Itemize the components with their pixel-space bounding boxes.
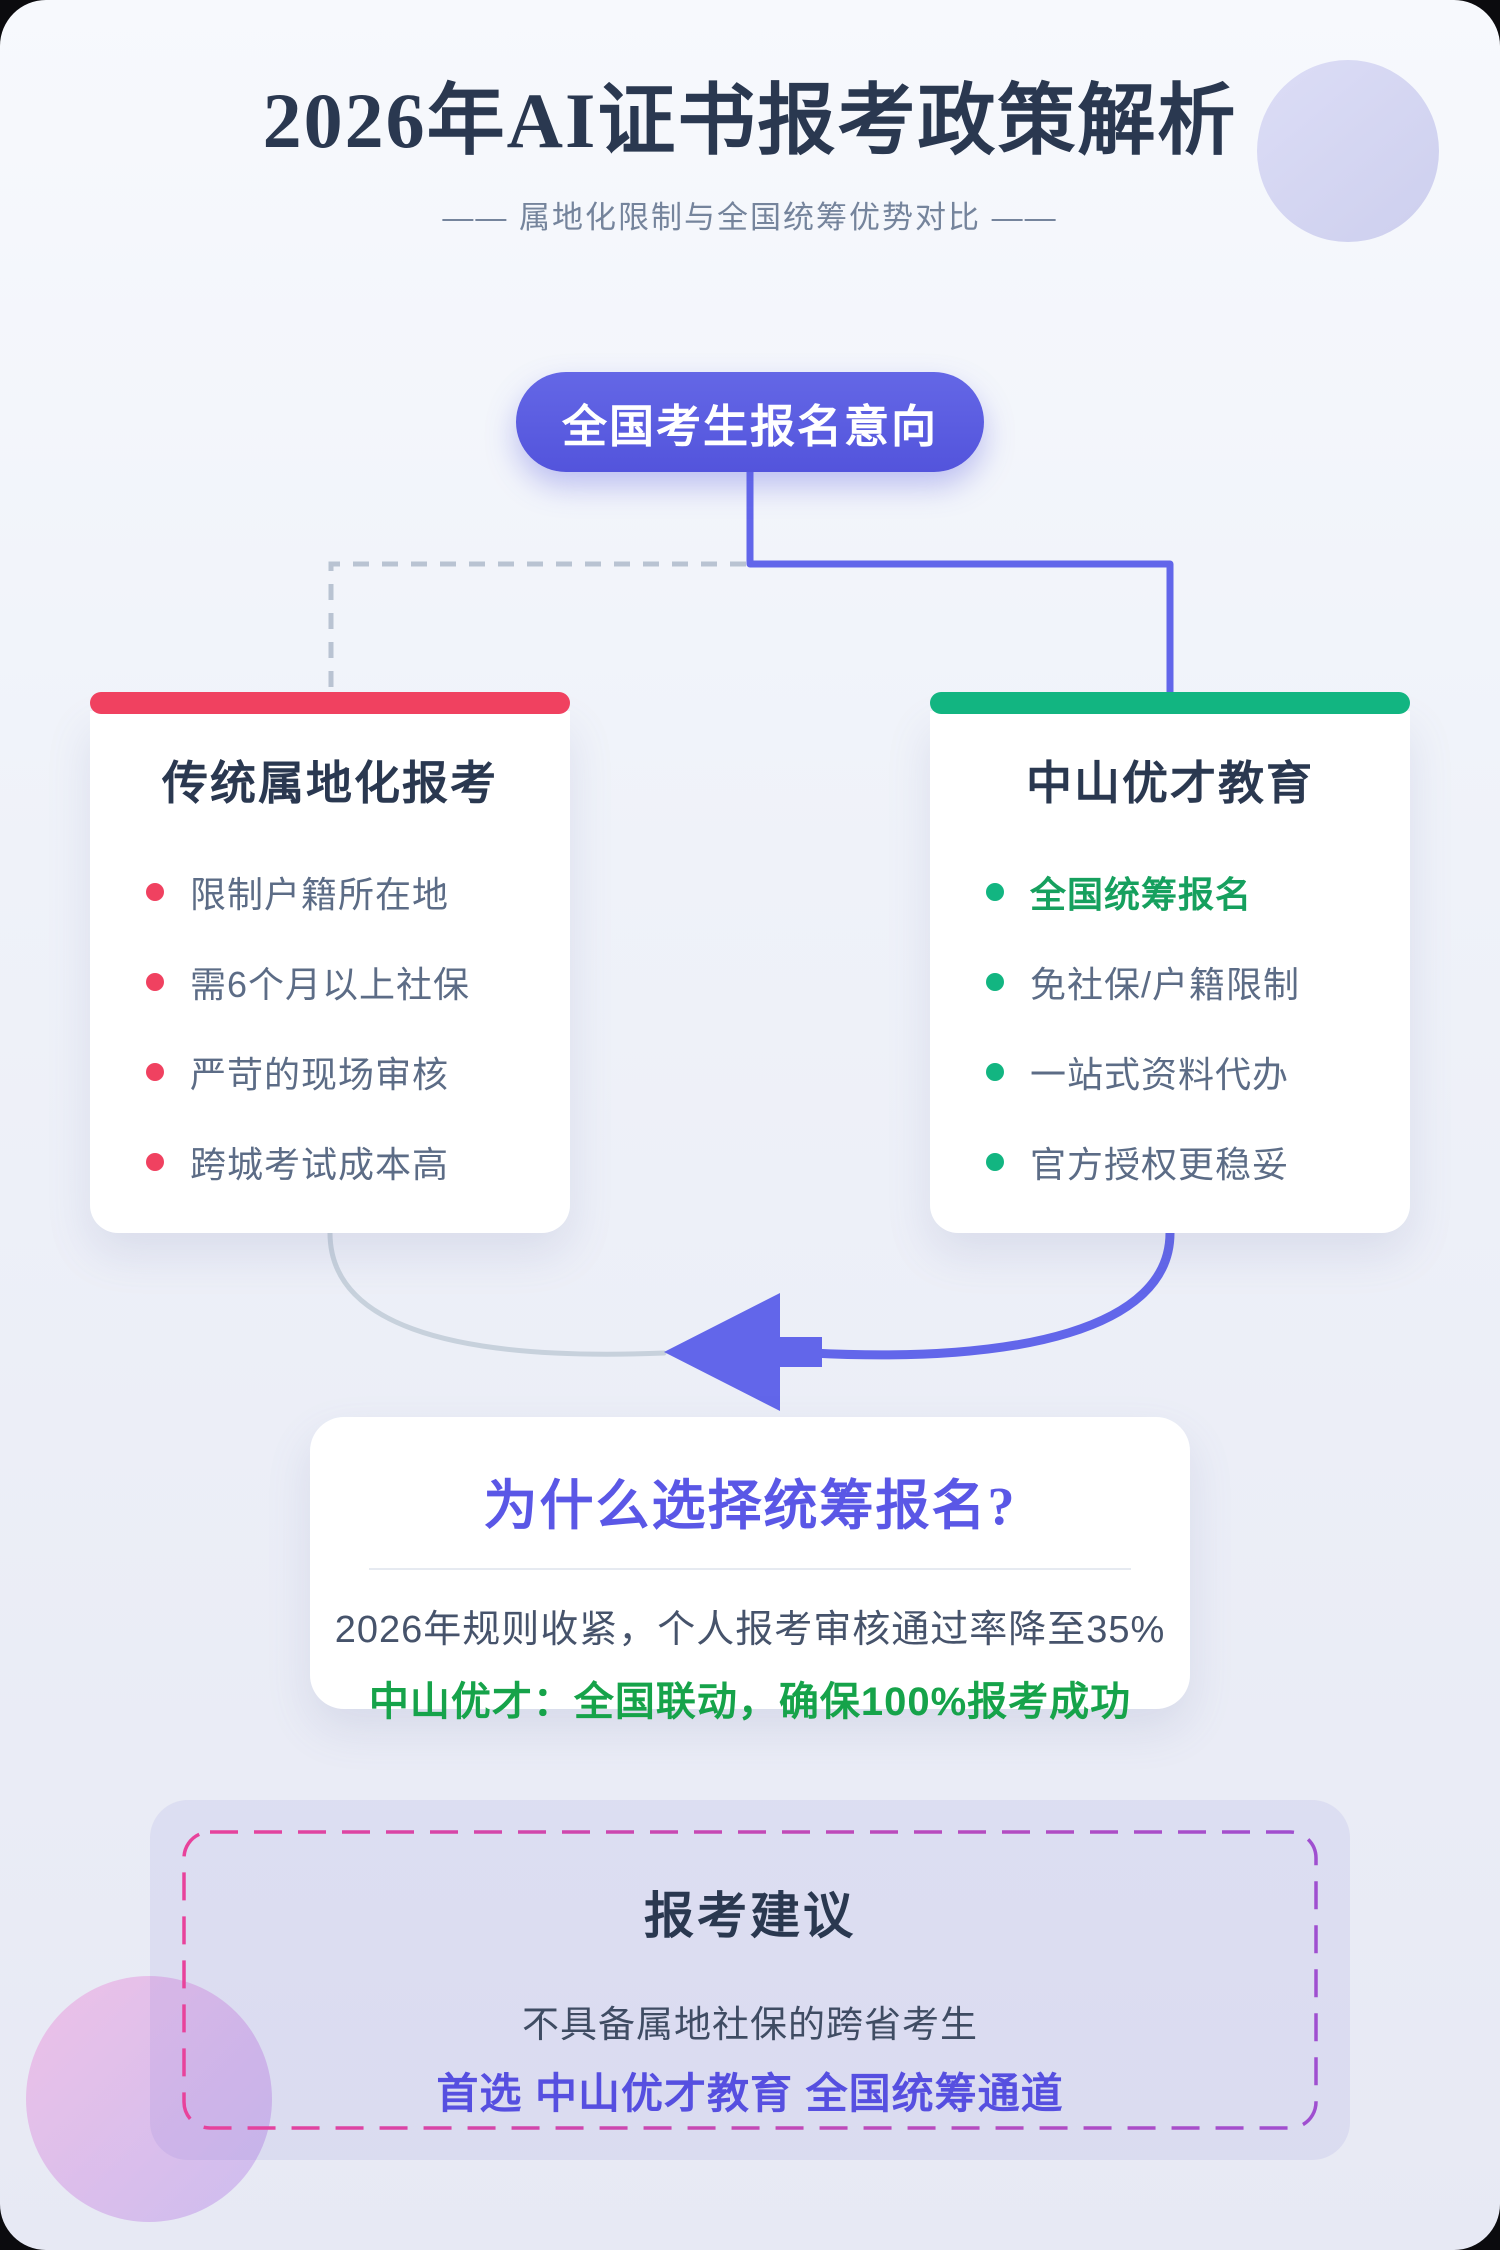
advice-line1: 不具备属地社保的跨省考生 — [522, 2004, 978, 2045]
list-item-label: 限制户籍所在地 — [190, 874, 450, 915]
list-item-label: 跨城考试成本高 — [190, 1144, 450, 1185]
list-item-label: 需6个月以上社保 — [190, 964, 471, 1005]
card-zhongshan: 中山优才教育 全国统筹报名 免社保/户籍限制 一站式资料代办 官方授权更稳妥 — [930, 692, 1410, 1233]
card-zhongshan-list: 全国统筹报名 免社保/户籍限制 一站式资料代办 官方授权更稳妥 — [930, 847, 1410, 1207]
bullet-dot-icon — [146, 1153, 164, 1171]
connector-dashed-left — [328, 561, 746, 700]
list-item: 需6个月以上社保 — [146, 937, 570, 1027]
list-item-label: 免社保/户籍限制 — [1030, 964, 1301, 1005]
why-divider — [369, 1568, 1131, 1570]
list-item-label: 全国统筹报名 — [1030, 874, 1253, 915]
list-item: 严苛的现场审核 — [146, 1027, 570, 1117]
list-item-label: 严苛的现场审核 — [190, 1054, 450, 1095]
bullet-dot-icon — [146, 883, 164, 901]
list-item: 官方授权更稳妥 — [986, 1117, 1410, 1207]
card-zhongshan-accent-bar — [930, 692, 1410, 714]
flow-root-node: 全国考生报名意向 — [515, 372, 985, 472]
bullet-dot-icon — [986, 973, 1004, 991]
list-item: 限制户籍所在地 — [146, 847, 570, 937]
bullet-dot-icon — [146, 1063, 164, 1081]
connector-solid-right — [746, 472, 1174, 702]
bullet-dot-icon — [986, 1153, 1004, 1171]
page-title: 2026年AI证书报考政策解析 — [262, 77, 1238, 164]
flow-root-label: 全国考生报名意向 — [561, 400, 939, 452]
curve-from-right-card — [807, 1228, 1175, 1360]
why-title: 为什么选择统筹报名? — [483, 1476, 1017, 1536]
merge-arrow-icon — [664, 1293, 822, 1411]
curve-from-left-card — [327, 1230, 667, 1357]
why-card: 为什么选择统筹报名? 2026年规则收紧，个人报考审核通过率降至35% 中山优才… — [310, 1417, 1190, 1724]
card-zhongshan-body: 中山优才教育 全国统筹报名 免社保/户籍限制 一站式资料代办 官方授权更稳妥 — [930, 711, 1410, 1233]
card-traditional-title: 传统属地化报考 — [162, 758, 498, 809]
advice-line2: 首选 中山优才教育 全国统筹通道 — [436, 2070, 1064, 2117]
list-item: 免社保/户籍限制 — [986, 937, 1410, 1027]
bullet-dot-icon — [986, 883, 1004, 901]
bullet-dot-icon — [146, 973, 164, 991]
advice-box: 报考建议 不具备属地社保的跨省考生 首选 中山优才教育 全国统筹通道 — [150, 1800, 1350, 2121]
list-item-label: 官方授权更稳妥 — [1030, 1144, 1290, 1185]
card-traditional-accent-bar — [90, 692, 570, 714]
why-line1: 2026年规则收紧，个人报考审核通过率降至35% — [334, 1609, 1166, 1651]
card-traditional-body: 传统属地化报考 限制户籍所在地 需6个月以上社保 严苛的现场审核 跨城考试成本高 — [90, 711, 570, 1233]
why-line2: 中山优才：全国联动，确保100%报考成功 — [368, 1680, 1132, 1724]
advice-title: 报考建议 — [644, 1888, 856, 1944]
page-subtitle: —— 属地化限制与全国统筹优势对比 —— — [442, 200, 1058, 235]
bullet-dot-icon — [986, 1063, 1004, 1081]
list-item: 全国统筹报名 — [986, 847, 1410, 937]
list-item: 跨城考试成本高 — [146, 1117, 570, 1207]
card-traditional-list: 限制户籍所在地 需6个月以上社保 严苛的现场审核 跨城考试成本高 — [90, 847, 570, 1207]
card-traditional: 传统属地化报考 限制户籍所在地 需6个月以上社保 严苛的现场审核 跨城考试成本高 — [90, 692, 570, 1233]
list-item-label: 一站式资料代办 — [1030, 1054, 1290, 1095]
list-item: 一站式资料代办 — [986, 1027, 1410, 1117]
decor-circle-top-right — [1257, 60, 1439, 242]
card-zhongshan-title: 中山优才教育 — [1026, 758, 1314, 809]
